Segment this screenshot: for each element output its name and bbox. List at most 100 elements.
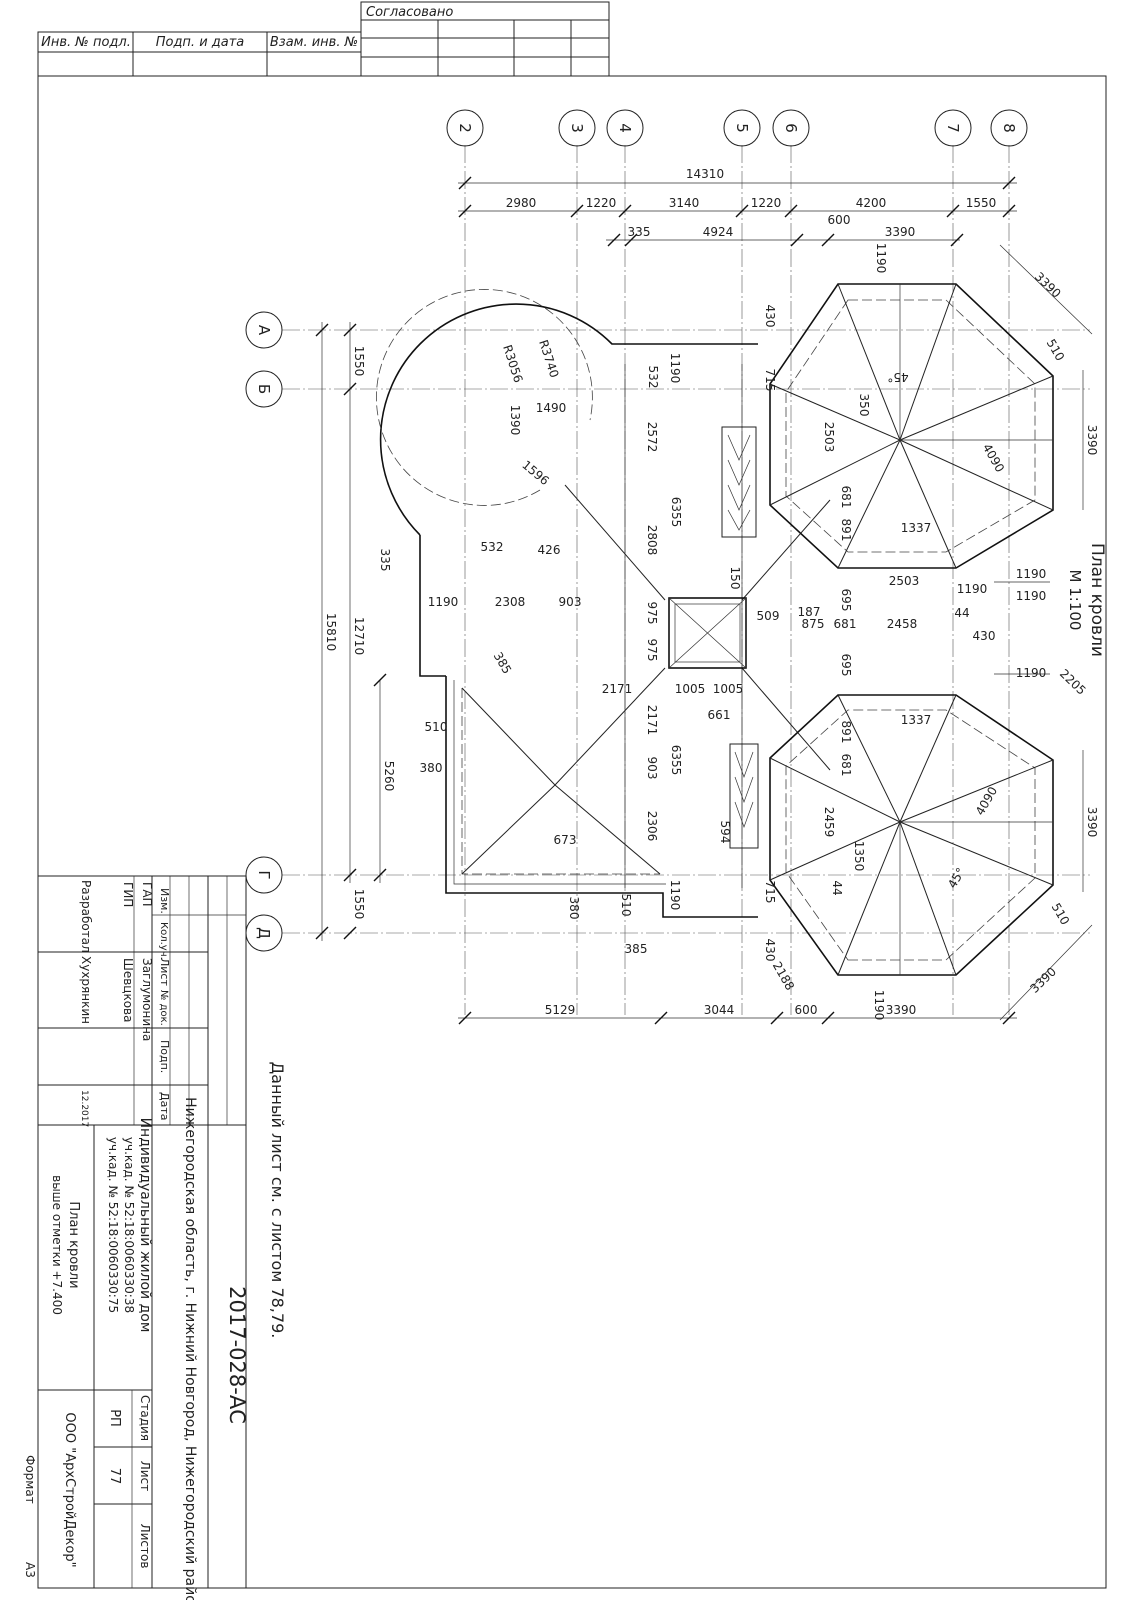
- right-dimensions: 3390 510 3390 1190 1190 2205 3390 510 33…: [994, 244, 1099, 1021]
- axis-bubble-B: Б: [245, 370, 283, 408]
- svg-text:532: 532: [646, 366, 660, 389]
- dim-right-6: 2205: [1057, 666, 1089, 697]
- axis-bubble-G: Г: [245, 856, 283, 894]
- svg-text:7: 7: [944, 123, 962, 133]
- dim-top-9: 600: [828, 213, 851, 227]
- svg-text:1390: 1390: [508, 405, 522, 436]
- svg-text:594: 594: [718, 821, 732, 844]
- dim-left-1: 1550: [352, 346, 366, 377]
- sheet-label: Лист: [138, 1461, 152, 1491]
- dim-right-7: 3390: [1085, 807, 1099, 838]
- role-gap: ГАП: [140, 882, 154, 907]
- dim-right-2: 510: [1044, 337, 1068, 364]
- chimney-1: [721, 426, 757, 538]
- dim-bottom-4: 3390: [886, 1003, 917, 1017]
- sheets-label: Листов: [138, 1524, 152, 1569]
- svg-text:1190: 1190: [872, 990, 886, 1021]
- col-list: Лист: [158, 958, 171, 986]
- sheet-value: 77: [107, 1468, 122, 1485]
- svg-text:695: 695: [839, 589, 853, 612]
- inner-dimensions: R3740 R3056 1390 1490 1596 532 426 335 1…: [378, 243, 1046, 1021]
- svg-text:Б: Б: [255, 384, 273, 394]
- svg-text:А: А: [255, 325, 273, 336]
- dim-top-1: 2980: [506, 196, 537, 210]
- axis-bubble-3: 3: [558, 109, 596, 147]
- axis-bubble-A: А: [245, 311, 283, 349]
- svg-text:510: 510: [619, 894, 633, 917]
- svg-text:6: 6: [782, 123, 800, 133]
- dim-top-6: 1550: [966, 196, 997, 210]
- plan-scale-text: М 1:100: [1066, 570, 1084, 631]
- sheet-name-1: План кровли: [66, 1201, 81, 1288]
- roof-outline: [376, 289, 831, 918]
- svg-text:430: 430: [763, 939, 777, 962]
- svg-text:903: 903: [559, 595, 582, 609]
- octagon-roof-lower: [769, 694, 1054, 976]
- svg-text:673: 673: [554, 833, 577, 847]
- axis-bubble-5: 5: [723, 109, 761, 147]
- svg-text:5: 5: [733, 123, 751, 133]
- svg-text:2459: 2459: [822, 807, 836, 838]
- axis-bubble-D: Д: [245, 914, 283, 952]
- svg-text:426: 426: [538, 543, 561, 557]
- company: ООО "АрхСтройДекор": [62, 1412, 77, 1567]
- svg-text:903: 903: [645, 757, 659, 780]
- plan-title-text: План кровли: [1087, 543, 1107, 657]
- svg-text:6355: 6355: [669, 497, 683, 528]
- address: Нижегородская область, г. Нижний Новгоро…: [182, 1097, 198, 1600]
- svg-text:975: 975: [645, 639, 659, 662]
- svg-text:975: 975: [645, 602, 659, 625]
- format-value: А3: [23, 1562, 37, 1578]
- dim-right-8: 510: [1049, 901, 1073, 928]
- svg-text:1337: 1337: [901, 521, 932, 535]
- axis-bubble-8: 8: [990, 109, 1028, 147]
- podp-data-label: Подп. и дата: [156, 35, 245, 50]
- svg-text:695: 695: [839, 654, 853, 677]
- svg-text:532: 532: [481, 540, 504, 554]
- svg-text:8: 8: [1000, 123, 1018, 133]
- svg-text:R3056: R3056: [500, 343, 525, 384]
- axis-bubble-2: 2: [446, 109, 484, 147]
- role-gip: ГИП: [121, 882, 135, 907]
- dim-top-4: 1220: [751, 196, 782, 210]
- dim-top-3: 3140: [669, 196, 700, 210]
- svg-text:45°: 45°: [945, 865, 968, 890]
- dim-overall: 14310: [686, 167, 724, 181]
- svg-text:1190: 1190: [428, 595, 459, 609]
- date-razrab: 12.2017: [79, 1090, 89, 1127]
- svg-text:150: 150: [728, 567, 742, 590]
- chimney-2: [729, 743, 759, 849]
- svg-text:44: 44: [830, 880, 844, 895]
- svg-text:2171: 2171: [645, 705, 659, 736]
- svg-text:3: 3: [568, 123, 586, 133]
- dim-right-5: 1190: [1016, 666, 1047, 680]
- title-block: Изм. Кол.уч. Лист № док. Подп. Дата ГАП …: [37, 875, 249, 1604]
- object-line2: уч.кад. № 52:18:0060330:38: [122, 1137, 136, 1313]
- svg-text:2503: 2503: [822, 422, 836, 453]
- axis-bubble-4: 4: [606, 109, 644, 147]
- svg-text:1005: 1005: [713, 682, 744, 696]
- svg-text:681: 681: [839, 754, 853, 777]
- svg-text:335: 335: [378, 549, 392, 572]
- stage-value: РП: [107, 1409, 122, 1427]
- svg-text:Г: Г: [255, 870, 273, 879]
- dim-right-4: 1190: [1016, 567, 1047, 581]
- agreed-stamp: Согласовано: [360, 1, 610, 77]
- svg-text:6355: 6355: [669, 745, 683, 776]
- svg-text:1190: 1190: [668, 880, 682, 911]
- svg-text:891: 891: [839, 519, 853, 542]
- svg-text:350: 350: [857, 394, 871, 417]
- svg-text:1190: 1190: [957, 582, 988, 596]
- object-line3: уч.кад. № 52:18:0060330:75: [106, 1137, 120, 1313]
- object-line1: Индивидуальный жилой дом: [137, 1118, 153, 1333]
- octagon-roof-upper: [769, 283, 1054, 569]
- agreed-label: Согласовано: [366, 5, 453, 20]
- svg-text:681: 681: [839, 486, 853, 509]
- svg-text:661: 661: [708, 708, 731, 722]
- svg-text:2458: 2458: [887, 617, 918, 631]
- svg-text:510: 510: [425, 720, 448, 734]
- sheet-name-2: выше отметки +7.400: [50, 1175, 64, 1315]
- doc-code: 2017-028-АС: [225, 1286, 249, 1424]
- inventory-stamp: Инв. № подл. Подп. и дата Взам. инв. №: [37, 31, 362, 77]
- sheet-note: Данный лист см. с листом 78,79.: [268, 1062, 287, 1339]
